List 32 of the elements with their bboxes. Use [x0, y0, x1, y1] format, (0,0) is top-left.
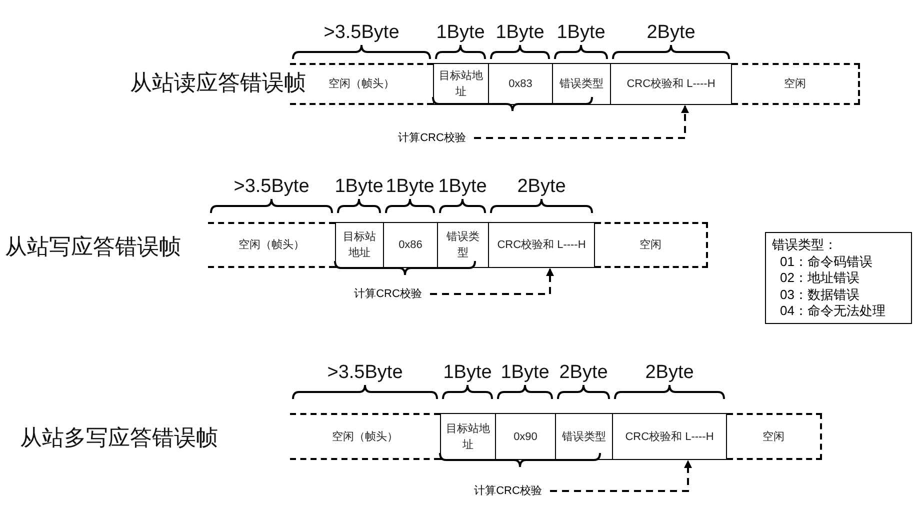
frame-field: 错误类型	[555, 413, 612, 460]
frame-field: 目标站地址	[440, 413, 495, 460]
legend-item: 01：命令码错误	[779, 254, 874, 270]
note-text: 计算CRC校验	[468, 483, 548, 499]
arrow	[474, 105, 689, 139]
frame-field: 错误类型	[552, 63, 610, 105]
frame-field: 目标站地址	[335, 222, 383, 268]
idle-field: 空闲	[727, 413, 822, 460]
frame-title: 从站多写应答错误帧	[20, 424, 218, 452]
legend-item: 04：命令无法处理	[779, 303, 886, 320]
frame-field: CRC校验和 L----H	[610, 63, 732, 105]
legend-item: 03：数据错误	[779, 286, 860, 303]
frame-field: 0x86	[383, 222, 437, 268]
frame-title: 从站读应答错误帧	[130, 69, 306, 97]
note-text: 计算CRC校验	[348, 286, 428, 302]
frame-field: CRC校验和 L----H	[612, 413, 727, 460]
arrow	[550, 460, 692, 492]
legend-heading: 错误类型：	[772, 237, 838, 254]
idle-field: 空闲（帧头）	[290, 413, 440, 460]
idle-field: 空闲（帧头）	[208, 222, 335, 268]
frame-field: 0x83	[488, 63, 552, 105]
legend-item: 02：地址错误	[779, 270, 860, 286]
frame-field: CRC校验和 L----H	[488, 222, 595, 268]
frame-field: 0x90	[495, 413, 555, 460]
arrow	[430, 268, 554, 295]
note-text: 计算CRC校验	[392, 130, 472, 146]
legend-box	[765, 232, 912, 324]
frame-field: 错误类型	[437, 222, 488, 268]
frame-field: 目标站地址	[433, 63, 488, 105]
frame-title: 从站写应答错误帧	[5, 233, 181, 261]
idle-field: 空闲	[595, 222, 708, 268]
idle-field: 空闲	[732, 63, 860, 105]
